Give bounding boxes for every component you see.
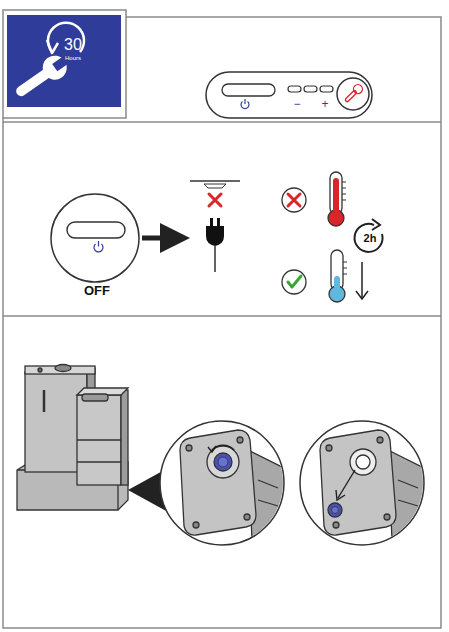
off-button: OFF: [50, 194, 140, 302]
step-arrow: [142, 236, 180, 241]
wait-arrow: [355, 219, 383, 252]
plug-symbol: [190, 181, 240, 272]
hours-unit: Hours: [65, 55, 81, 61]
power-button: [51, 194, 139, 282]
detail-view: [160, 421, 428, 545]
icon-badge: 30Hours: [7, 15, 121, 107]
humidifier-device: [17, 365, 128, 511]
state-label: OFF: [84, 284, 110, 297]
plus-label: +: [321, 98, 328, 110]
right-mark: [282, 270, 306, 294]
minus-label: −: [293, 98, 300, 110]
wrong-mark: [282, 188, 306, 212]
control-panel: [206, 72, 372, 118]
thermometer-cold: [329, 250, 368, 302]
duration-label: 2h: [364, 233, 377, 244]
hours-number: 30: [64, 37, 82, 53]
thermometer-hot: [328, 172, 346, 226]
maintenance-icon: [7, 15, 121, 107]
wait-time: 2h: [356, 224, 384, 252]
frame: [3, 10, 441, 628]
